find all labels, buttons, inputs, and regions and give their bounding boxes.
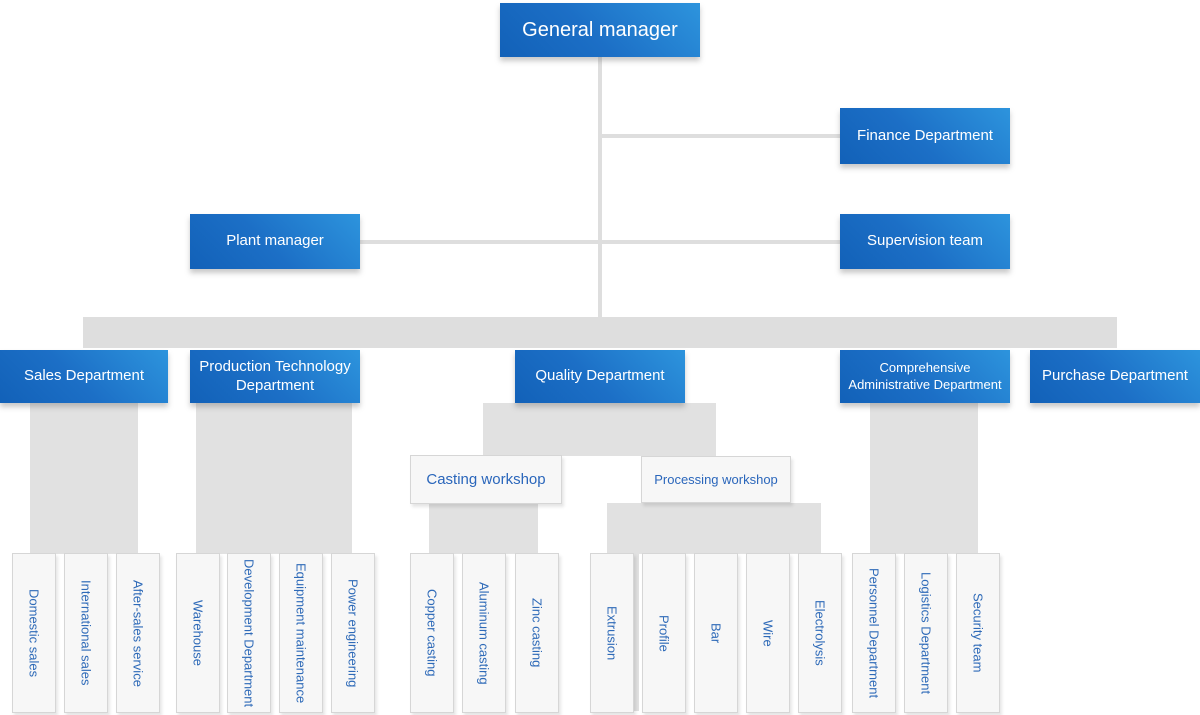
org-leaf-electrolysis: Electrolysis bbox=[798, 553, 842, 713]
org-leaf-wire: Wire bbox=[746, 553, 790, 713]
org-leaf-zinc-casting: Zinc casting bbox=[515, 553, 559, 713]
org-leaf-label: Copper casting bbox=[424, 589, 440, 677]
connector-processing-divider bbox=[633, 553, 639, 711]
connector-finance-horizontal bbox=[602, 134, 840, 138]
org-node-comprehensive-administrative-department: Comprehensive Administrative Department bbox=[840, 350, 1010, 403]
connector-managers-horizontal bbox=[360, 240, 840, 244]
org-leaf-label: After-sales service bbox=[130, 579, 146, 687]
org-leaf-label: Warehouse bbox=[190, 600, 206, 666]
org-node-label: Processing workshop bbox=[654, 472, 778, 487]
org-leaf-logistics-department: Logistics Department bbox=[904, 553, 948, 713]
org-leaf-label: Electrolysis bbox=[812, 600, 828, 666]
org-node-label: Purchase Department bbox=[1042, 367, 1188, 385]
org-leaf-label: International sales bbox=[78, 580, 94, 686]
org-node-label: Comprehensive Administrative Department bbox=[848, 360, 1002, 392]
org-leaf-warehouse: Warehouse bbox=[176, 553, 220, 713]
org-node-label: General manager bbox=[522, 18, 678, 41]
org-node-label: Sales Department bbox=[23, 367, 145, 385]
connector-root-vertical bbox=[598, 57, 602, 318]
org-node-sales-department: Sales Department bbox=[0, 350, 168, 403]
org-leaf-profile: Profile bbox=[642, 553, 686, 713]
org-leaf-label: Aluminum casting bbox=[476, 581, 492, 685]
org-leaf-label: Extrusion bbox=[604, 605, 620, 661]
org-node-label: Production Technology Department bbox=[199, 357, 351, 394]
org-node-production-technology-department: Production Technology Department bbox=[190, 350, 360, 403]
org-leaf-label: Domestic sales bbox=[26, 588, 42, 678]
org-leaf-label: Bar bbox=[708, 622, 724, 644]
org-node-general-manager: General manager bbox=[500, 3, 700, 57]
org-leaf-label: Development Department bbox=[241, 558, 257, 708]
org-leaf-label: Profile bbox=[656, 614, 672, 652]
org-leaf-label: Equipment maintenance bbox=[293, 562, 309, 704]
org-node-processing-workshop: Processing workshop bbox=[641, 456, 791, 503]
connector-quality-stem bbox=[483, 403, 716, 456]
org-leaf-aluminum-casting: Aluminum casting bbox=[462, 553, 506, 713]
org-leaf-development-department: Development Department bbox=[227, 553, 271, 713]
org-leaf-label: Security team bbox=[970, 593, 986, 673]
org-leaf-label: Personnel Department bbox=[866, 567, 882, 699]
org-node-casting-workshop: Casting workshop bbox=[410, 455, 562, 504]
org-node-plant-manager: Plant manager bbox=[190, 214, 360, 269]
org-leaf-label: Wire bbox=[760, 619, 776, 647]
org-leaf-security-team: Security team bbox=[956, 553, 1000, 713]
org-node-label: Quality Department bbox=[535, 367, 665, 385]
org-node-label: Plant manager bbox=[226, 232, 324, 250]
org-leaf-label: Zinc casting bbox=[529, 598, 545, 668]
org-node-purchase-department: Purchase Department bbox=[1030, 350, 1200, 403]
org-leaf-power-engineering: Power engineering bbox=[331, 553, 375, 713]
org-node-finance-department: Finance Department bbox=[840, 108, 1010, 164]
org-leaf-label: Power engineering bbox=[345, 578, 361, 688]
org-leaf-label: Logistics Department bbox=[918, 571, 934, 695]
org-leaf-extrusion: Extrusion bbox=[590, 553, 634, 713]
org-leaf-copper-casting: Copper casting bbox=[410, 553, 454, 713]
org-leaf-international-sales: International sales bbox=[64, 553, 108, 713]
connector-comprehensive-stem bbox=[870, 403, 978, 554]
connector-production-stem bbox=[196, 403, 352, 554]
org-leaf-after-sales-service: After-sales service bbox=[116, 553, 160, 713]
org-leaf-personnel-department: Personnel Department bbox=[852, 553, 896, 713]
org-node-label: Finance Department bbox=[857, 126, 993, 144]
connector-casting-stem bbox=[429, 503, 538, 554]
org-node-label: Supervision team bbox=[867, 232, 983, 250]
connector-sales-stem bbox=[30, 403, 138, 554]
connector-processing-stem bbox=[607, 503, 821, 554]
org-node-label: Casting workshop bbox=[426, 471, 546, 488]
org-leaf-domestic-sales: Domestic sales bbox=[12, 553, 56, 713]
connector-main-bar bbox=[83, 317, 1117, 348]
org-leaf-equipment-maintenance: Equipment maintenance bbox=[279, 553, 323, 713]
org-node-quality-department: Quality Department bbox=[515, 350, 685, 403]
org-leaf-bar: Bar bbox=[694, 553, 738, 713]
org-node-supervision-team: Supervision team bbox=[840, 214, 1010, 269]
